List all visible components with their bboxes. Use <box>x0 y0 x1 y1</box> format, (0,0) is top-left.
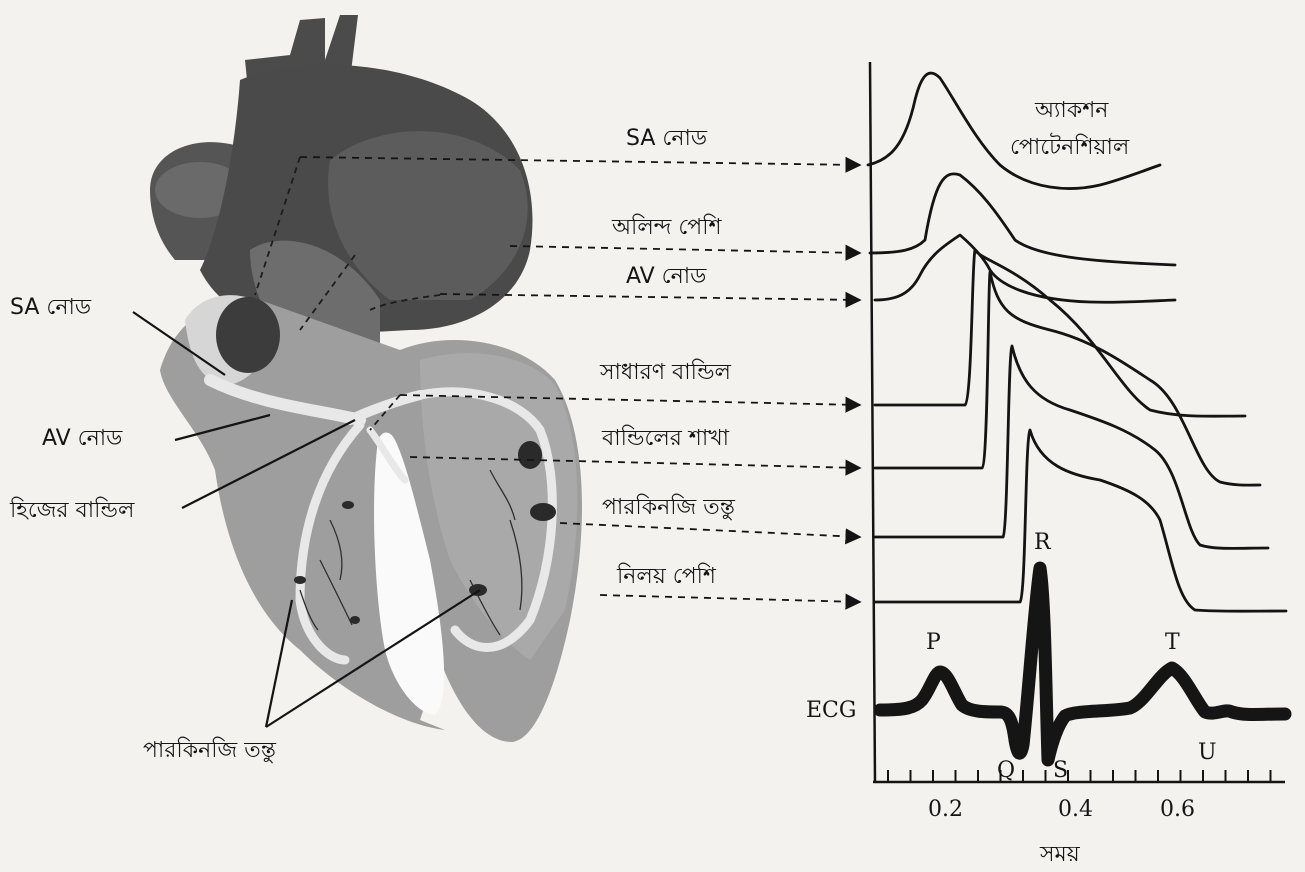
trace-label-ventricular-muscle: নিলয় পেশি <box>617 566 716 588</box>
ecg-wave-q: Q <box>997 760 1015 782</box>
trace-bundle-branch <box>875 272 1260 485</box>
tick-label-0-2: 0.2 <box>928 799 963 821</box>
trace-purkinje-fibre <box>875 346 1268 548</box>
trace-label-bundle-branch: বান্ডিলের শাখা <box>602 428 729 450</box>
time-axis-label: সময় <box>1040 844 1080 866</box>
ecg-wave-r: R <box>1034 532 1051 554</box>
trace-atrial-muscle <box>870 174 1175 265</box>
ecg-wave-p: P <box>926 632 941 654</box>
label-his-bundle: হিজের বান্ডিল <box>10 500 134 522</box>
tick-label-0-6: 0.6 <box>1160 799 1195 821</box>
action-potential-line2: পোটেনশিয়াল <box>1010 137 1129 159</box>
ecg-wave-t: T <box>1165 632 1180 654</box>
ecg-wave-u: U <box>1198 742 1217 764</box>
arrow-ventricular-muscle <box>600 595 860 602</box>
y-axis <box>870 62 875 782</box>
ecg-label: ECG <box>806 700 856 722</box>
trace-label-sa-node: SA নোড <box>626 128 707 150</box>
label-purkinje-fibres: পারকিনজি তন্তু <box>143 740 276 762</box>
trace-sa-node <box>868 73 1160 188</box>
action-potential-line1: অ্যাকশন <box>1035 100 1108 122</box>
x-axis-ticks <box>888 770 1271 782</box>
sa-node-ellipse <box>216 297 280 373</box>
label-sa-node: SA নোড <box>10 297 91 319</box>
trace-label-common-bundle: সাধারণ বান্ডিল <box>600 362 731 384</box>
ecg-wave-s: S <box>1053 760 1068 782</box>
label-av-node: AV নোড <box>42 428 122 450</box>
trace-label-atrial-muscle: অলিন্দ পেশি <box>612 217 722 239</box>
trace-label-purkinje-fibre: পারকিনজি তন্তু <box>602 497 735 519</box>
heart-illustration <box>150 15 582 742</box>
trace-label-av-node: AV নোড <box>626 266 706 288</box>
arrow-atrial-muscle <box>510 246 860 253</box>
tick-label-0-4: 0.4 <box>1058 799 1093 821</box>
arrow-purkinje-fibre <box>560 523 860 537</box>
trace-ventricular-muscle <box>875 430 1286 611</box>
ecg-trace <box>880 568 1285 760</box>
